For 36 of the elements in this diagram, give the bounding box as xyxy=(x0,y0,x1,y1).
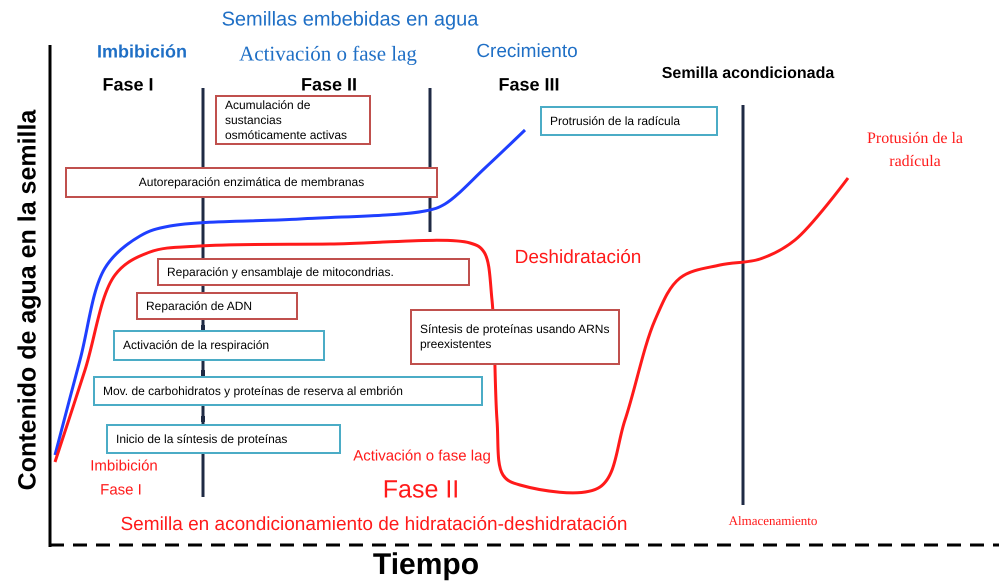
annotation-text: Fase I xyxy=(102,74,154,96)
box-text: Acumulación de sustancias osmóticamente activas xyxy=(225,98,348,142)
annotation-text: Fase II xyxy=(382,476,460,504)
annotation-text: Fase III xyxy=(498,74,560,96)
annotation-text: Semilla acondicionada xyxy=(662,65,834,83)
annotation-text: Protusión de la radícula xyxy=(866,129,964,172)
box-text: Activación de la respiración xyxy=(123,338,270,353)
annotation-text: Semilla en acondicionamiento de hidratación-deshidratación xyxy=(120,514,628,536)
text-box xyxy=(93,376,483,406)
text-box xyxy=(410,309,620,365)
box-text: Inicio de la síntesis de proteínas xyxy=(116,432,288,446)
annotation-text: Imbibición xyxy=(90,458,158,474)
box-text: Autoreparación enzimática de membranas xyxy=(138,175,364,190)
annotation-text: Activación o fase lag xyxy=(353,448,491,464)
annotation-text: Fase I xyxy=(100,482,142,498)
annotation-text: Almacenamiento xyxy=(728,513,818,529)
box-text: Reparación de ADN xyxy=(146,298,252,314)
box-text: Síntesis de proteínas usando ARNs preexistentes xyxy=(420,322,610,352)
axis-title: Contenido de agua en la semilla xyxy=(14,110,42,490)
text-box xyxy=(106,424,341,454)
annotation-text: Imbibición xyxy=(97,42,187,62)
annotation-text: Semillas embebidas en agua xyxy=(222,8,478,32)
axis-title: Tiempo xyxy=(372,548,480,582)
text-box xyxy=(113,330,325,361)
annotation-text: Crecimiento xyxy=(476,41,578,63)
text-box xyxy=(136,292,298,320)
text-box xyxy=(540,106,718,136)
annotation-text: Deshidratación xyxy=(514,247,642,269)
text-box xyxy=(157,258,470,286)
text-box xyxy=(215,95,371,145)
box-text: Reparación y ensamblaje de mitocondrias. xyxy=(167,264,394,280)
box-text: Mov. de carbohidratos y proteínas de reserva al embrión xyxy=(103,384,403,398)
annotation-text: Activación o fase lag xyxy=(239,42,417,66)
annotation-text: Fase II xyxy=(300,74,358,96)
box-text: Protrusión de la radícula xyxy=(550,114,680,128)
text-box xyxy=(65,167,438,198)
